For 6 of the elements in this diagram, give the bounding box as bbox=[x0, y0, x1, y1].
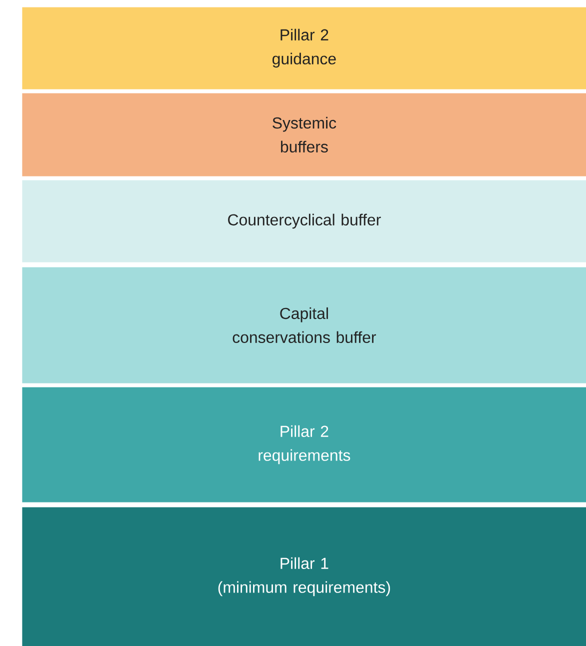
layer-band: Capital conservations buffer bbox=[22, 267, 586, 384]
layer-band: Pillar 2 guidance bbox=[22, 7, 586, 90]
layer-band: Pillar 2 requirements bbox=[22, 387, 586, 502]
layer-band: Systemic buffers bbox=[22, 93, 586, 176]
layer-band: Countercyclical buffer bbox=[22, 180, 586, 262]
layer-band: Pillar 1 (minimum requirements) bbox=[22, 507, 586, 646]
